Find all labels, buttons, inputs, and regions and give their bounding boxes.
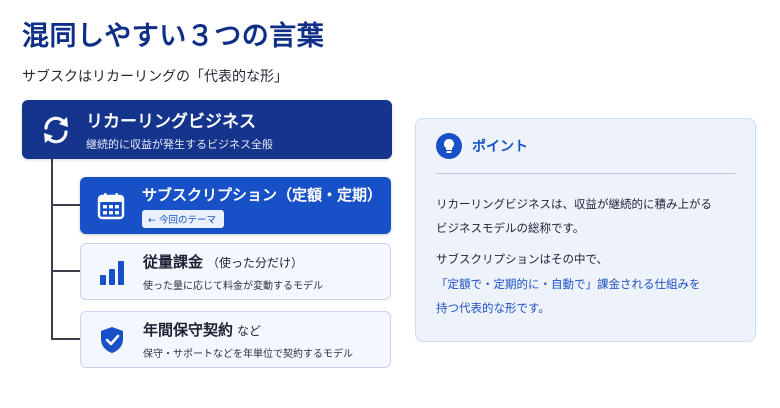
point-header: ポイント <box>436 133 528 159</box>
subscription-card: サブスクリプション（定額・定期） ← 今回のテーマ <box>80 177 391 234</box>
usage-billing-title: 従量課金（使った分だけ） <box>143 251 323 272</box>
point-label: ポイント <box>472 139 528 155</box>
bar-chart-icon <box>100 260 124 285</box>
tree-branch-line <box>51 204 80 206</box>
maintenance-contract-description: 保守・サポートなどを年単位で契約するモデル <box>143 349 353 360</box>
point-highlight-text: 「定額で・定期的に・自動で」課金される <box>436 277 655 291</box>
tree-branch-line <box>51 270 80 272</box>
point-text-line: サブスクリプションはその中で、 <box>436 252 609 266</box>
refresh-icon <box>44 116 68 143</box>
lightbulb-icon <box>436 133 462 159</box>
main-card-title: リカーリングビジネス <box>86 112 256 132</box>
main-card-description: 継続的に収益が発生するビジネス全般 <box>86 138 273 151</box>
usage-billing-name: 従量課金 <box>143 253 204 271</box>
maintenance-contract-name: 年間保守契約 <box>143 321 234 339</box>
current-theme-tag: ← 今回のテーマ <box>142 209 224 228</box>
subscription-title: サブスクリプション（定額・定期） <box>142 185 383 204</box>
page-subtitle: サブスクはリカーリングの「代表的な形」 <box>22 69 288 85</box>
page-title: 混同しやすい３つの言葉 <box>22 21 325 52</box>
point-text-line: ビジネスモデルの総称です。 <box>436 221 585 235</box>
point-panel: ポイント リカーリングビジネスは、収益が継続的に積み上がる ビジネスモデルの総称… <box>415 118 756 342</box>
point-highlight-rest: 仕組みを <box>654 277 701 291</box>
tree-trunk-line <box>51 159 53 339</box>
calendar-icon <box>97 192 125 219</box>
point-divider <box>436 173 735 174</box>
maintenance-contract-title: 年間保守契約など <box>143 319 353 340</box>
recurring-business-card: リカーリングビジネス 継続的に収益が発生するビジネス全般 <box>22 100 392 159</box>
tree-branch-line <box>51 338 80 340</box>
usage-billing-note: （使った分だけ） <box>207 256 304 270</box>
usage-billing-card: 従量課金（使った分だけ） 使った量に応じて料金が変動するモデル <box>80 243 391 300</box>
point-highlight-line: 持つ代表的な形です。 <box>436 301 550 315</box>
maintenance-contract-note: など <box>237 324 262 338</box>
point-text-line: リカーリングビジネスは、収益が継続的に積み上がる <box>436 197 712 211</box>
point-highlight-line: 「定額で・定期的に・自動で」課金される仕組みを <box>436 276 701 292</box>
maintenance-contract-card: 年間保守契約など 保守・サポートなどを年単位で契約するモデル <box>80 311 391 368</box>
usage-billing-description: 使った量に応じて料金が変動するモデル <box>143 281 323 292</box>
shield-check-icon <box>101 326 123 353</box>
